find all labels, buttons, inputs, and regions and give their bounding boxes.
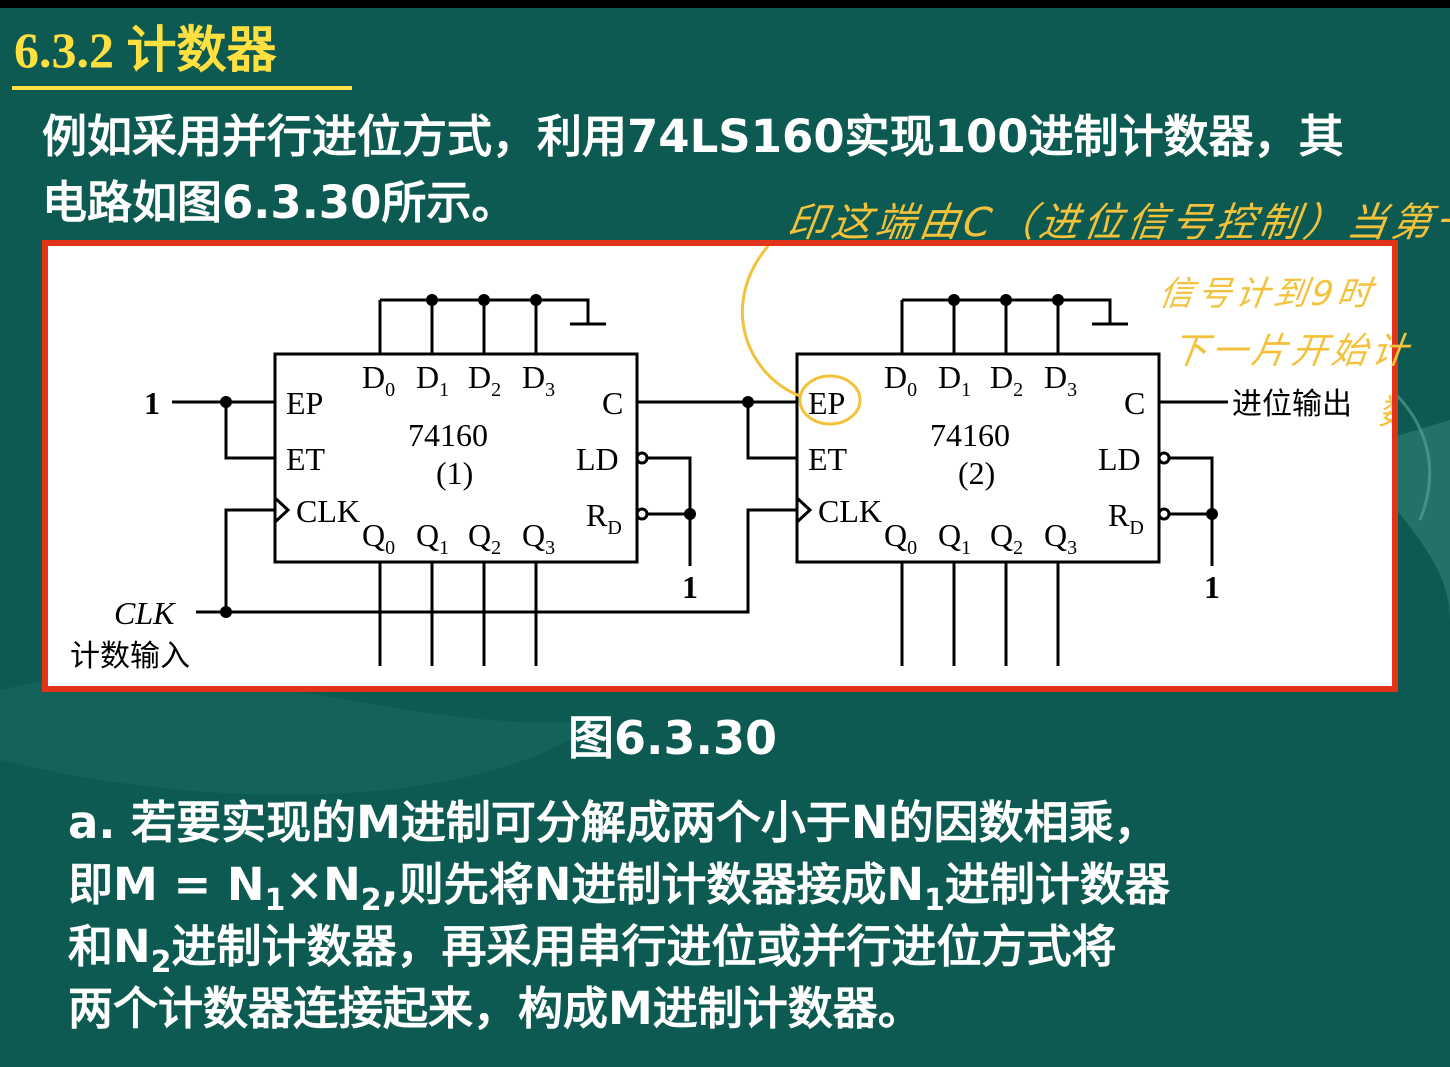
chip1-d2: D2 bbox=[468, 359, 501, 401]
chip1-index-label: (1) bbox=[436, 455, 473, 491]
junction-dot bbox=[1000, 294, 1012, 306]
carry-wire bbox=[637, 400, 797, 460]
junction-dot bbox=[1206, 508, 1218, 520]
chip2-clk-triangle bbox=[795, 496, 813, 524]
input-one-label: 1 bbox=[144, 385, 160, 421]
intro-paragraph: 例如采用并行进位方式，利用74LS160实现100进制计数器，其电路如图6.3.… bbox=[42, 110, 1344, 229]
chip2-ld-bubble bbox=[1157, 451, 1171, 465]
chip1-q1: Q1 bbox=[416, 517, 449, 559]
junction-dot bbox=[478, 294, 490, 306]
chip2-part-label: 74160 bbox=[930, 417, 1010, 453]
chip1-d-bus bbox=[378, 298, 606, 354]
body-line-1: a. 若要实现的M进制可分解成两个小于N的因数相乘， bbox=[68, 796, 1159, 849]
chip2-ld-rd-wire bbox=[1168, 456, 1214, 566]
chip2-q-outputs bbox=[900, 562, 1060, 666]
chip1-part-label: 74160 bbox=[408, 417, 488, 453]
figure-caption: 图6.3.30 bbox=[568, 711, 777, 765]
chip2-rd-pin: RD bbox=[1108, 497, 1144, 539]
annotation-line1: 印这端由C（进位信号控制）当第一片 bbox=[784, 200, 1450, 246]
annotation-circle bbox=[798, 374, 862, 426]
chip1-d0: D0 bbox=[362, 359, 395, 401]
chip1-ep-pin: EP bbox=[286, 385, 323, 421]
body-line-4: 两个计数器连接起来，构成M进制计数器。 bbox=[68, 982, 923, 1035]
chip2-d-bus bbox=[900, 298, 1128, 354]
chip1-clk-pin: CLK bbox=[296, 493, 360, 529]
junction-dot bbox=[220, 606, 232, 618]
chip2-q2: Q2 bbox=[990, 517, 1023, 559]
chip1-et-pin: ET bbox=[286, 441, 326, 477]
body-line-3: 和N2进制计数器，再采用串行进位或并行进位方式将 bbox=[68, 920, 1117, 980]
clk-desc-label: 计数输入 bbox=[70, 639, 190, 674]
chip2-d3: D3 bbox=[1044, 359, 1077, 401]
circuit-diagram: 1 CLK 计数输入 进位输出 1 1 EP ET CLK C LD RD 74… bbox=[70, 246, 1392, 674]
chip2-c-pin: C bbox=[1124, 385, 1145, 421]
chip1-q0: Q0 bbox=[362, 517, 395, 559]
junction-dot bbox=[1052, 294, 1064, 306]
chip1-q-outputs bbox=[378, 562, 538, 666]
chip1-c-pin: C bbox=[602, 385, 623, 421]
annotation-curve bbox=[741, 246, 801, 398]
junction-dot bbox=[220, 396, 232, 408]
chip2-d2: D2 bbox=[990, 359, 1023, 401]
chip2-d0: D0 bbox=[884, 359, 917, 401]
annotation-end-char: 数 bbox=[1378, 392, 1392, 433]
chip2-q1: Q1 bbox=[938, 517, 971, 559]
chip1-d3: D3 bbox=[522, 359, 555, 401]
chip2-ep-pin: EP bbox=[808, 385, 845, 421]
chip1-ld-pin: LD bbox=[576, 441, 619, 477]
title-underline bbox=[12, 86, 352, 90]
chip1-d1: D1 bbox=[416, 359, 449, 401]
clk-wire bbox=[196, 508, 797, 614]
top-border bbox=[0, 0, 1450, 8]
chip2-d1: D1 bbox=[938, 359, 971, 401]
chip2-q3: Q3 bbox=[1044, 517, 1077, 559]
chip1-clk-triangle bbox=[273, 496, 291, 524]
chip1-rd-bubble bbox=[635, 507, 649, 521]
clk-input-label: CLK bbox=[114, 595, 176, 631]
junction-dot bbox=[530, 294, 542, 306]
chip1-q2: Q2 bbox=[468, 517, 501, 559]
chip2-rd-bubble bbox=[1157, 507, 1171, 521]
body-paragraph: a. 若要实现的M进制可分解成两个小于N的因数相乘， 即M = N1×N2,则先… bbox=[68, 792, 1388, 1040]
chip2-et-pin: ET bbox=[808, 441, 848, 477]
annotation-line2: 信号计到9时 bbox=[1156, 274, 1378, 314]
junction-dot bbox=[948, 294, 960, 306]
chip1-ld-bubble bbox=[635, 451, 649, 465]
carry-out-label: 进位输出 bbox=[1232, 387, 1352, 422]
junction-dot bbox=[684, 508, 696, 520]
chip1-ep-et-wire bbox=[172, 400, 275, 460]
annotation-line3: 下一片开始计 bbox=[1168, 331, 1415, 372]
slide-title: 6.3.2 计数器 bbox=[14, 22, 277, 78]
chip1-ld-rd-wire bbox=[646, 456, 692, 566]
chip2-tie-one: 1 bbox=[1204, 569, 1220, 605]
chip2-clk-pin: CLK bbox=[818, 493, 882, 529]
chip2-ld-pin: LD bbox=[1098, 441, 1141, 477]
chip1-q3: Q3 bbox=[522, 517, 555, 559]
body-line-2: 即M = N1×N2,则先将N进制计数器接成N1进制计数器 bbox=[68, 858, 1170, 918]
chip1-tie-one: 1 bbox=[682, 569, 698, 605]
chip2-q0: Q0 bbox=[884, 517, 917, 559]
junction-dot bbox=[742, 396, 754, 408]
junction-dot bbox=[426, 294, 438, 306]
chip1-rd-pin: RD bbox=[586, 497, 622, 539]
chip2-index-label: (2) bbox=[958, 455, 995, 491]
circuit-figure: 1 CLK 计数输入 进位输出 1 1 EP ET CLK C LD RD 74… bbox=[42, 240, 1398, 692]
